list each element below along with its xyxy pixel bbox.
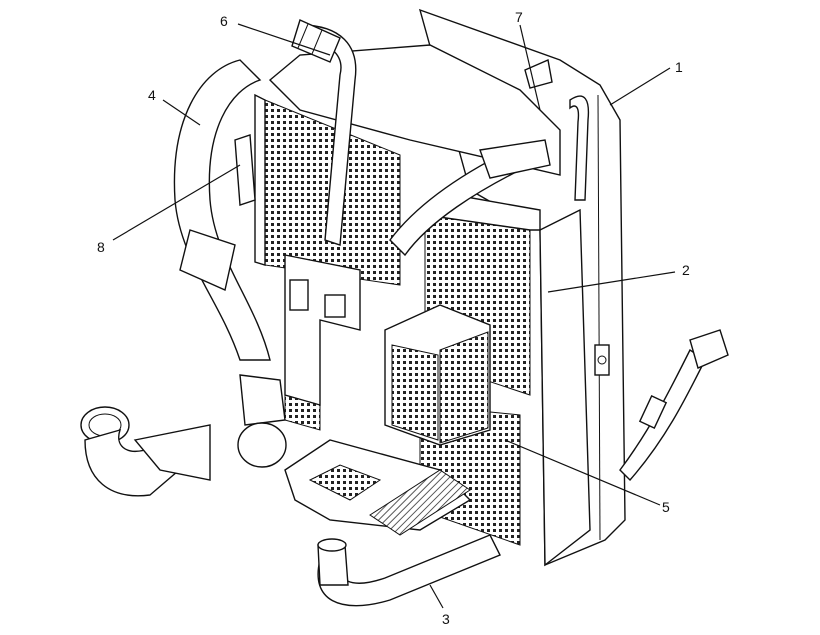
fan-shroud-box — [384, 304, 491, 446]
callout-2: 2 — [682, 262, 690, 278]
right-side-pipe — [619, 329, 729, 482]
bottom-tray — [284, 439, 472, 536]
leader-lines — [112, 23, 676, 609]
callout-3: 3 — [442, 611, 450, 627]
left-inlet-elbow — [80, 406, 211, 497]
bottom-hose — [317, 534, 501, 607]
mounting-bracket — [284, 254, 361, 406]
callout-4: 4 — [148, 87, 156, 103]
crossover-hose — [389, 139, 551, 257]
callout-7: 7 — [515, 9, 523, 25]
callout-6: 6 — [220, 13, 228, 29]
callout-1: 1 — [675, 59, 683, 75]
callout-8: 8 — [97, 239, 105, 255]
callout-5: 5 — [662, 499, 670, 515]
overflow-tube — [524, 59, 590, 201]
upper-radiator-hose — [291, 19, 357, 246]
callout-labels: 1 2 3 4 5 6 7 8 — [97, 9, 690, 627]
left-outlet-hose — [173, 59, 287, 468]
